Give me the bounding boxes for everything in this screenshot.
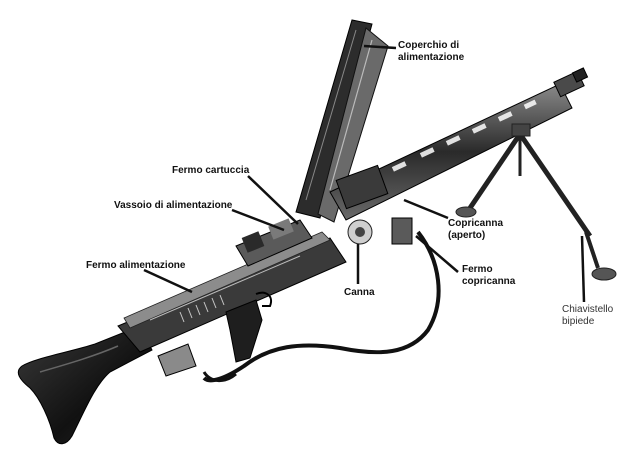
label-fermo-alimentazione: Fermo alimentazione bbox=[86, 260, 186, 271]
sling bbox=[202, 230, 441, 383]
label-copricanna-line1: Copricanna bbox=[448, 218, 504, 229]
leader-lines bbox=[143, 44, 586, 303]
leader-coperchio bbox=[363, 44, 397, 50]
label-fermo-cartuccia: Fermo cartuccia bbox=[172, 165, 250, 176]
label-coperchio-line2: alimentazione bbox=[398, 52, 465, 63]
pistol-grip bbox=[225, 291, 272, 363]
label-chiavistello: Chiavistello bipiede bbox=[562, 304, 613, 328]
leader-fermo-cartuccia bbox=[247, 175, 299, 225]
barrel-cover-hinge bbox=[335, 164, 413, 245]
leader-fermo-copricanna bbox=[415, 235, 459, 273]
leader-copricanna bbox=[403, 198, 449, 220]
butt-stock bbox=[17, 325, 153, 445]
label-chiavistello-line1: Chiavistello bbox=[562, 304, 614, 315]
label-vassoio: Vassoio di alimentazione bbox=[114, 200, 233, 211]
label-fermo-copricanna-line2: copricanna bbox=[462, 276, 516, 287]
feed-cover bbox=[295, 19, 389, 223]
label-copricanna: Copricanna (aperto) bbox=[448, 218, 503, 242]
leader-fermo-alimentazione bbox=[143, 268, 193, 294]
receiver bbox=[117, 231, 347, 353]
barrel-shroud bbox=[329, 83, 573, 221]
leader-chiavistello bbox=[580, 235, 586, 303]
label-copricanna-line2: (aperto) bbox=[448, 230, 486, 241]
label-fermo-copricanna: Fermo copricanna bbox=[462, 264, 515, 288]
label-coperchio-line1: Coperchio di bbox=[398, 40, 460, 51]
label-fermo-copricanna-line1: Fermo bbox=[462, 264, 493, 275]
bipod bbox=[455, 123, 617, 281]
muzzle bbox=[553, 67, 589, 98]
label-canna: Canna bbox=[344, 287, 375, 298]
leader-vassoio bbox=[231, 208, 285, 232]
ejection-guard bbox=[157, 343, 197, 377]
label-chiavistello-line2: bipiede bbox=[562, 316, 595, 327]
label-coperchio: Coperchio di alimentazione bbox=[398, 40, 464, 64]
